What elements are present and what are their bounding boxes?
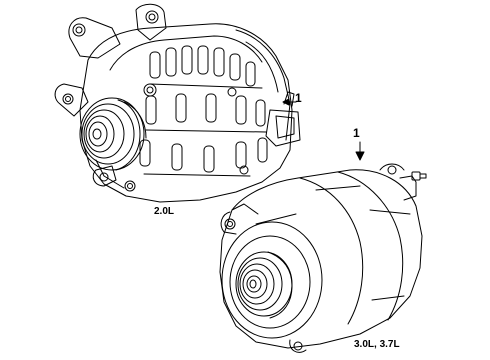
mounting-bracket: [55, 4, 166, 186]
upper-housing: [80, 24, 300, 202]
lower-housing: [220, 164, 426, 352]
engine-label-lower: 3.0L, 3.7L: [354, 339, 400, 350]
lower-front-face: [222, 222, 322, 338]
callout-number-upper: 1: [295, 91, 302, 105]
upper-pulley: [80, 98, 146, 170]
callout-number-lower: 1: [353, 126, 360, 140]
lower-callout-arrow: [356, 142, 364, 160]
alternator-2-0l: [55, 4, 300, 202]
cooling-vents: [140, 46, 267, 176]
lower-pulley: [236, 252, 292, 318]
engine-label-upper: 2.0L: [154, 206, 175, 217]
alternator-3-0l-3-7l: [220, 142, 426, 352]
upper-front-bosses: [125, 84, 248, 191]
